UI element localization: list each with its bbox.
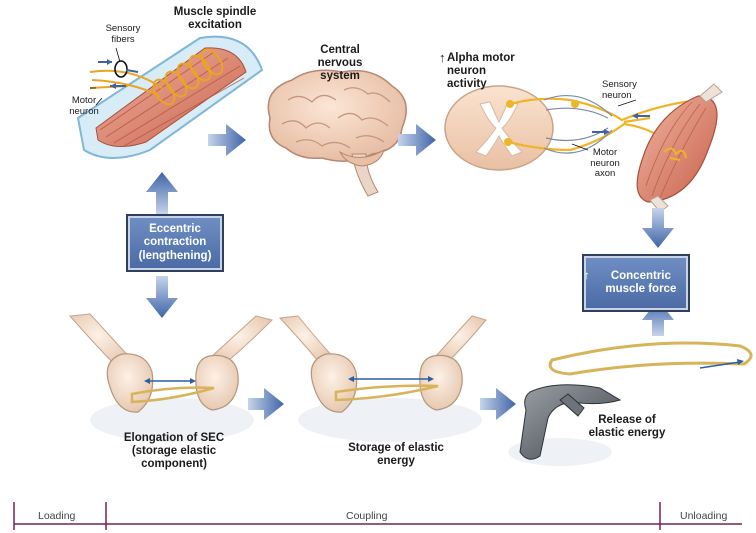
sensory-fibers-label: Sensory fibers <box>98 24 148 45</box>
alpha-motor-label: ↑ Alpha motor neuron activity <box>447 52 527 91</box>
cns-label: Central nervous system <box>308 44 372 83</box>
phase-unloading: Unloading <box>680 510 727 522</box>
motor-neuron-label: Motor neuron <box>62 96 106 117</box>
phase-coupling: Coupling <box>346 510 387 522</box>
up-arrow-icon: ↑ <box>439 51 446 66</box>
phase-loading: Loading <box>38 510 75 522</box>
hands-storage-illustration <box>280 316 486 442</box>
eccentric-contraction-label: Eccentric contraction (lengthening) <box>128 223 222 263</box>
sensory-neuron-label: Sensory neuron <box>602 80 642 101</box>
release-label: Release of elastic energy <box>584 414 670 440</box>
brain-illustration <box>268 70 406 196</box>
concentric-force-content: ↑ Concentric muscle force <box>584 270 688 296</box>
eccentric-contraction-box: Eccentric contraction (lengthening) <box>126 214 224 272</box>
storage-label: Storage of elastic energy <box>348 442 444 468</box>
concentric-force-label: Concentric muscle force <box>594 270 688 296</box>
hands-elongation-illustration <box>70 314 272 442</box>
up-arrow-icon: ↑ <box>584 270 590 283</box>
muscle-spindle-title: Muscle spindle excitation <box>160 6 270 32</box>
elongation-label: Elongation of SEC (storage elastic compo… <box>118 432 230 471</box>
motor-neuron-axon-label: Motor neuron axon <box>583 148 627 180</box>
concentric-force-box: ↑ Concentric muscle force <box>582 254 690 312</box>
release-illustration <box>508 343 751 466</box>
